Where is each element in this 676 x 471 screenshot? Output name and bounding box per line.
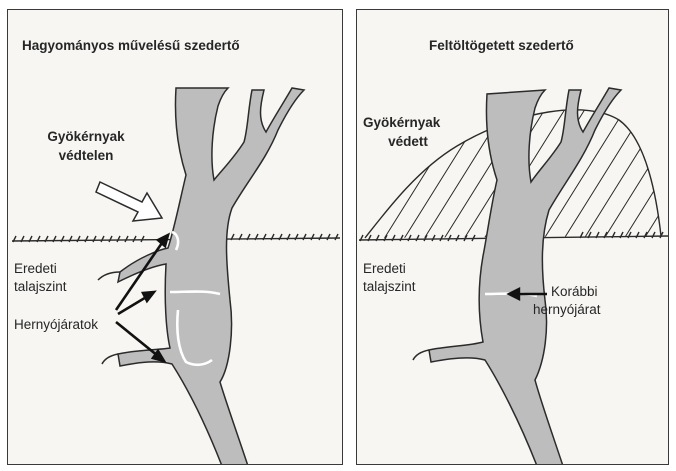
former-tunnel-label-line2: hernyójárat bbox=[533, 301, 601, 318]
hollow-arrow bbox=[96, 182, 162, 221]
panel-title: Feltöltögetett szedertő bbox=[429, 37, 574, 54]
root-neck-label-line1: Gyökérnyak bbox=[30, 128, 142, 145]
original-soil-label-line1: Eredeti bbox=[363, 260, 406, 277]
panel-earthed-up: Feltöltögetett szedertő Gyökérnyak védet… bbox=[356, 9, 669, 465]
original-soil-label-line1: Eredeti bbox=[14, 260, 57, 277]
root-neck-label-line2: védtelen bbox=[30, 147, 142, 164]
panel-traditional: Hagyományos művelésű szedertő Gyökérnyak… bbox=[7, 9, 343, 465]
original-soil-label-line2: talajszint bbox=[14, 278, 67, 295]
former-tunnel-label-line1: Korábbi bbox=[551, 283, 598, 300]
earthed-up-illustration bbox=[357, 10, 669, 465]
root-neck-label-line2: védett bbox=[363, 133, 453, 150]
traditional-illustration bbox=[8, 10, 343, 465]
panel-title: Hagyományos művelésű szedertő bbox=[22, 37, 240, 54]
root-neck-label-line1: Gyökérnyak bbox=[363, 114, 440, 131]
caterpillar-tunnels-label: Hernyójáratok bbox=[14, 316, 98, 333]
original-soil-label-line2: talajszint bbox=[363, 278, 416, 295]
